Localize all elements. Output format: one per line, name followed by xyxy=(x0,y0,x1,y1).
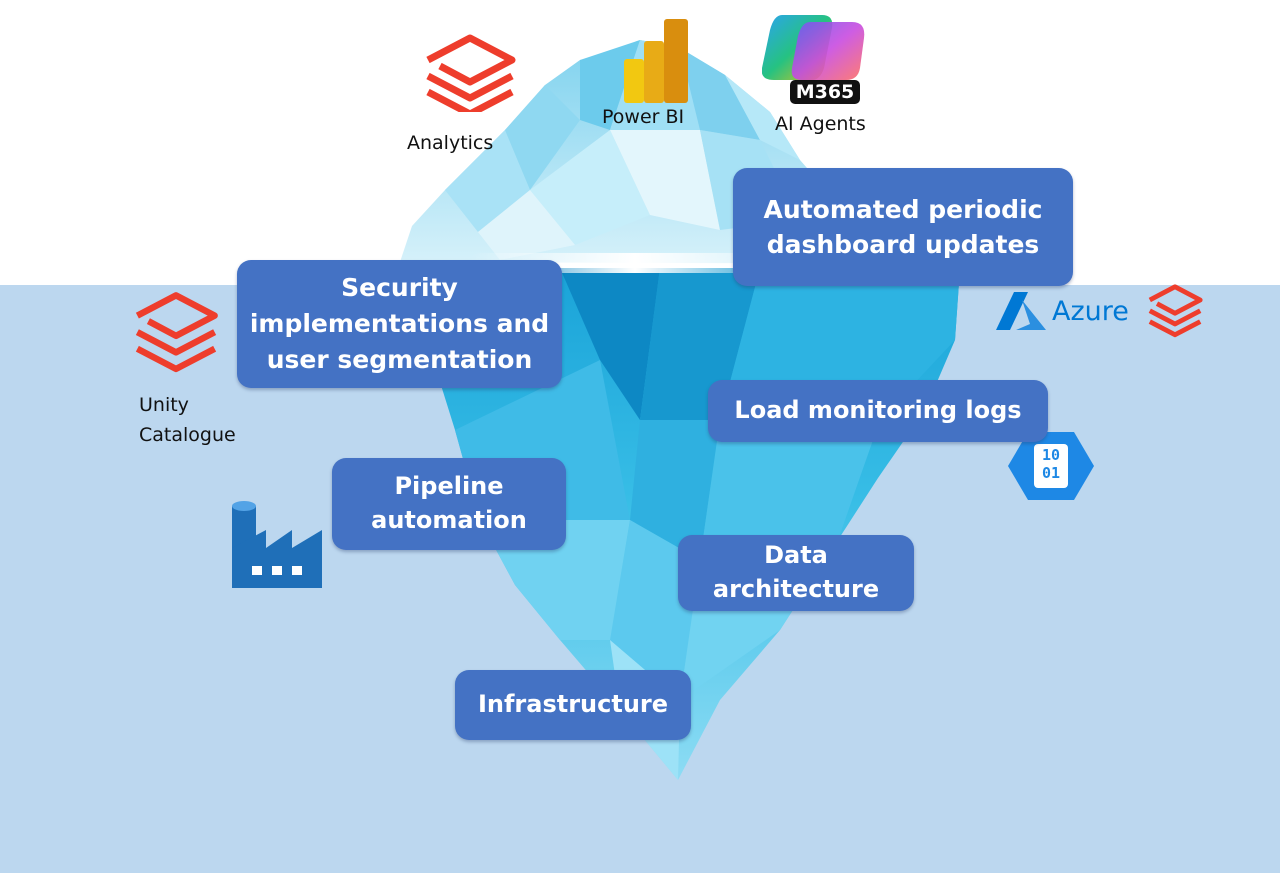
databricks-analytics-icon xyxy=(426,34,516,112)
log-analytics-icon xyxy=(1008,432,1094,500)
analytics-label: Analytics xyxy=(407,132,494,154)
pipeline-line2: automation xyxy=(371,506,527,534)
power-bi-label: Power BI xyxy=(602,106,685,128)
security-line3: user segmentation xyxy=(266,345,533,375)
security-line2: implementations and xyxy=(249,308,550,338)
infrastructure-box: Infrastructure xyxy=(455,670,691,740)
pipeline-line1: Pipeline xyxy=(394,472,504,501)
load-monitoring-box: Load monitoring logs xyxy=(708,380,1048,442)
data-architecture-box: Data architecture xyxy=(678,535,914,611)
infrastructure-label: Infrastructure xyxy=(477,690,669,719)
azure-label: Azure xyxy=(1052,296,1129,327)
copilot-icon xyxy=(762,15,865,80)
data-arch-line1: Data xyxy=(764,541,828,570)
security-box: Security implementations and user segmen… xyxy=(237,260,562,388)
unity-catalogue-icon xyxy=(135,292,218,373)
ai-agents-label: AI Agents xyxy=(775,113,866,135)
load-monitoring-label: Load monitoring logs xyxy=(734,396,1022,425)
azure-databricks-icon xyxy=(1148,284,1203,338)
m365-badge: M365 xyxy=(790,80,860,104)
data-arch-line2: architecture xyxy=(712,575,880,603)
unity-label-line2: Catalogue xyxy=(139,424,236,446)
dashboard-line2: dashboard updates xyxy=(766,230,1040,259)
power-bi-icon xyxy=(624,19,688,103)
data-factory-icon xyxy=(232,501,322,588)
unity-label-line1: Unity xyxy=(139,394,189,416)
azure-icon xyxy=(996,292,1046,330)
security-line1: Security xyxy=(341,272,458,302)
binary-bottom: 01 xyxy=(1041,464,1061,482)
dashboard-line1: Automated periodic xyxy=(763,195,1043,224)
dashboard-updates-box: Automated periodic dashboard updates xyxy=(733,168,1073,286)
pipeline-automation-box: Pipeline automation xyxy=(332,458,566,550)
binary-top: 10 xyxy=(1041,446,1061,464)
